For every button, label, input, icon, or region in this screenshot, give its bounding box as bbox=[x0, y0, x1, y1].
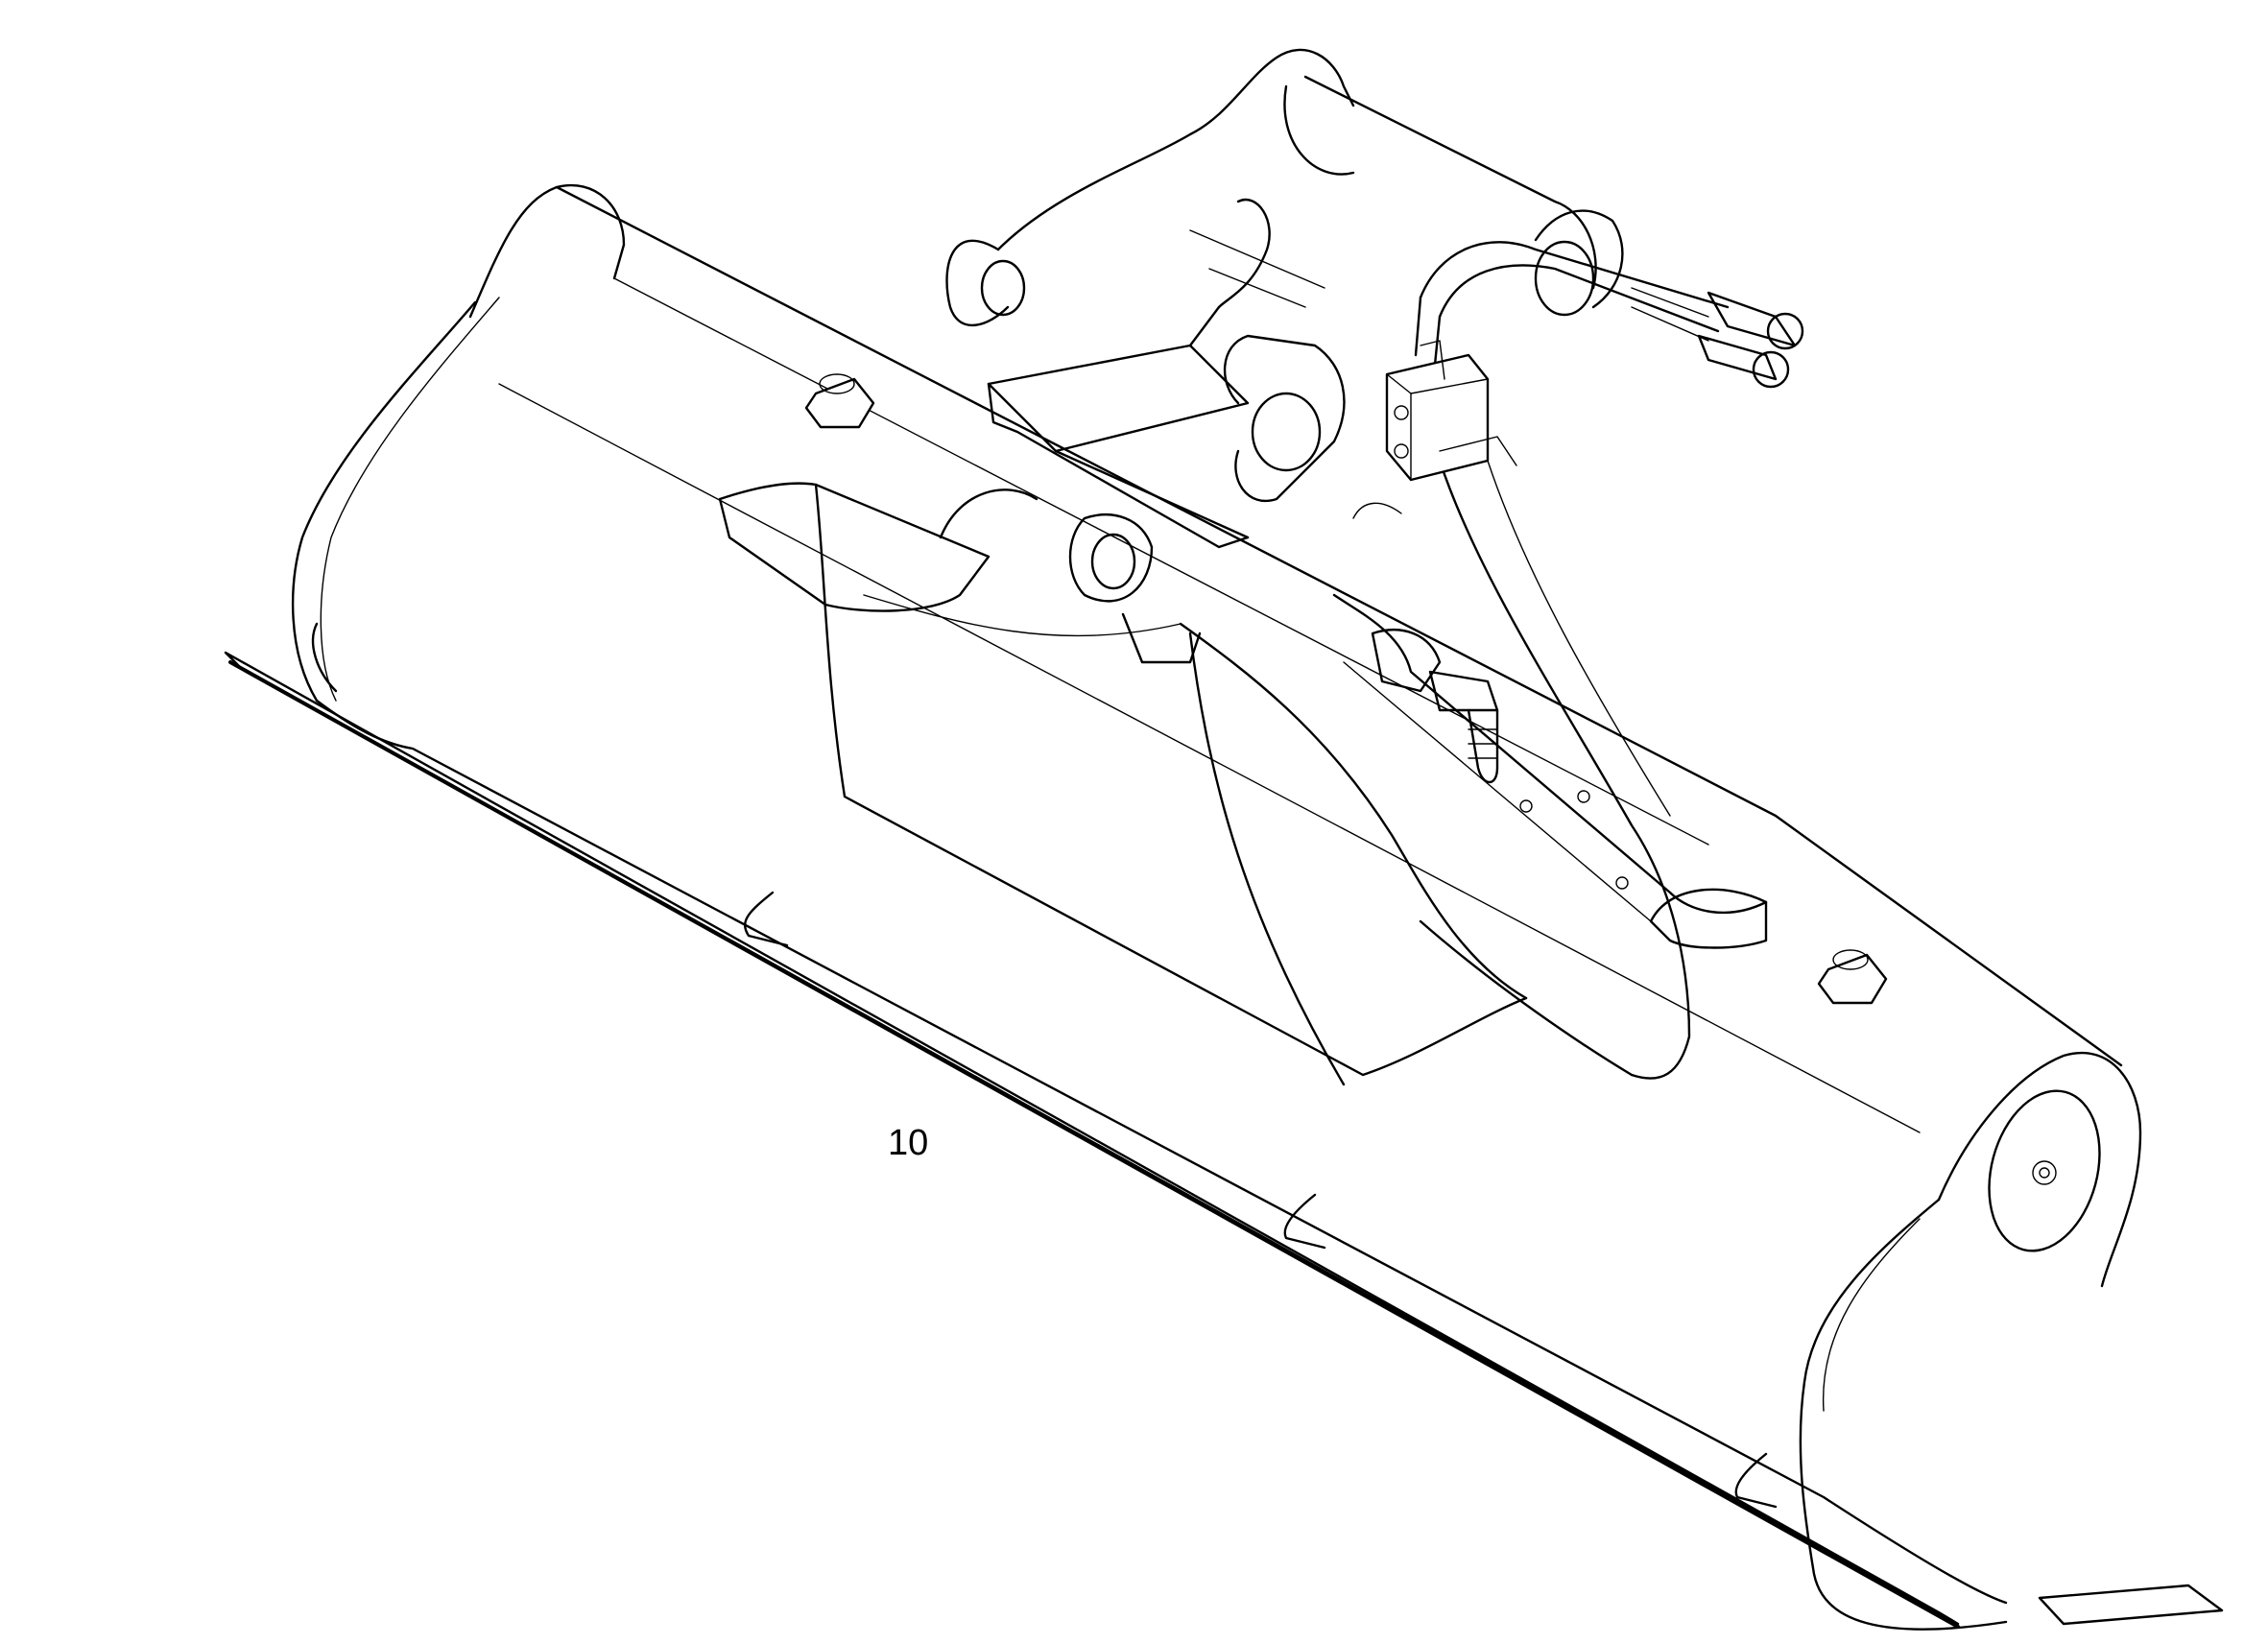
bolt-heads bbox=[804, 373, 1888, 1005]
callout-10: 10 bbox=[888, 1123, 929, 1163]
pivot-cylinder bbox=[939, 488, 1768, 949]
quick-coupler-mount bbox=[945, 48, 1624, 549]
tilt-cradle bbox=[718, 459, 1691, 1086]
left-pivot-sensor bbox=[1068, 513, 1202, 664]
cutting-edge bbox=[224, 622, 1960, 1629]
right-pivot-sensor bbox=[1371, 629, 1499, 784]
control-valve-block bbox=[1352, 340, 1517, 519]
hydraulic-hoses bbox=[1414, 241, 1804, 389]
